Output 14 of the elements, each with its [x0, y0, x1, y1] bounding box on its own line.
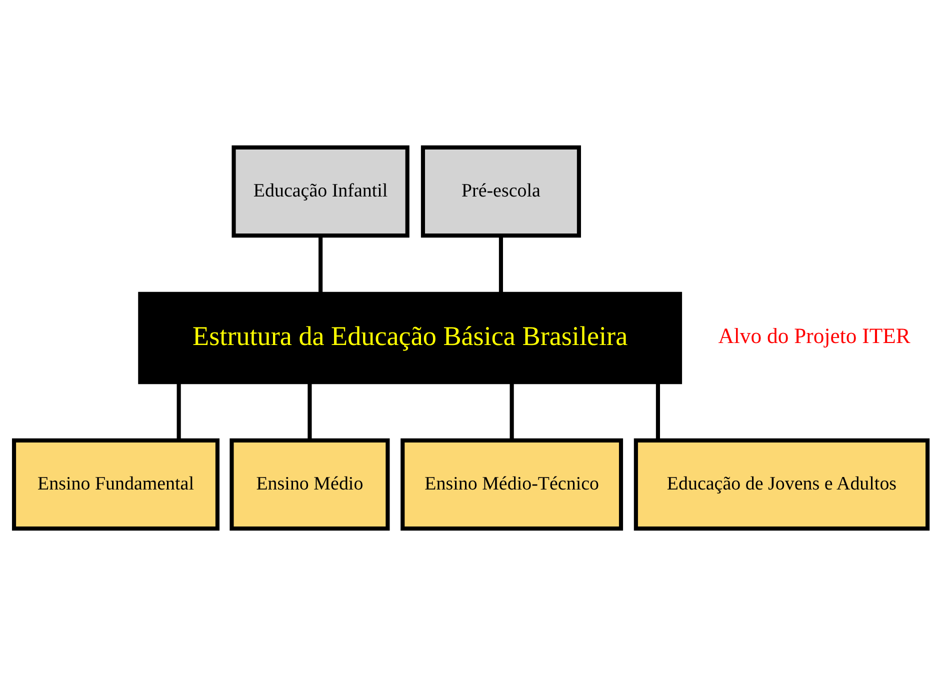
node-box: Ensino Médio-Técnico: [400, 438, 624, 530]
connector: [318, 235, 323, 294]
connector: [656, 382, 660, 440]
node-box: Estrutura da Educação Básica Brasileira: [138, 291, 682, 384]
label: Alvo do Projeto ITER: [718, 324, 910, 348]
node-box: Educação Infantil: [232, 144, 410, 238]
node-box: Educação de Jovens e Adultos: [634, 438, 930, 530]
node-box: Pré-escola: [420, 144, 581, 238]
connector: [176, 382, 181, 440]
node-box: Ensino Médio: [230, 438, 390, 530]
connector: [498, 235, 503, 294]
connector: [308, 382, 312, 440]
node-box: Ensino Fundamental: [12, 438, 220, 530]
connector: [510, 382, 514, 440]
